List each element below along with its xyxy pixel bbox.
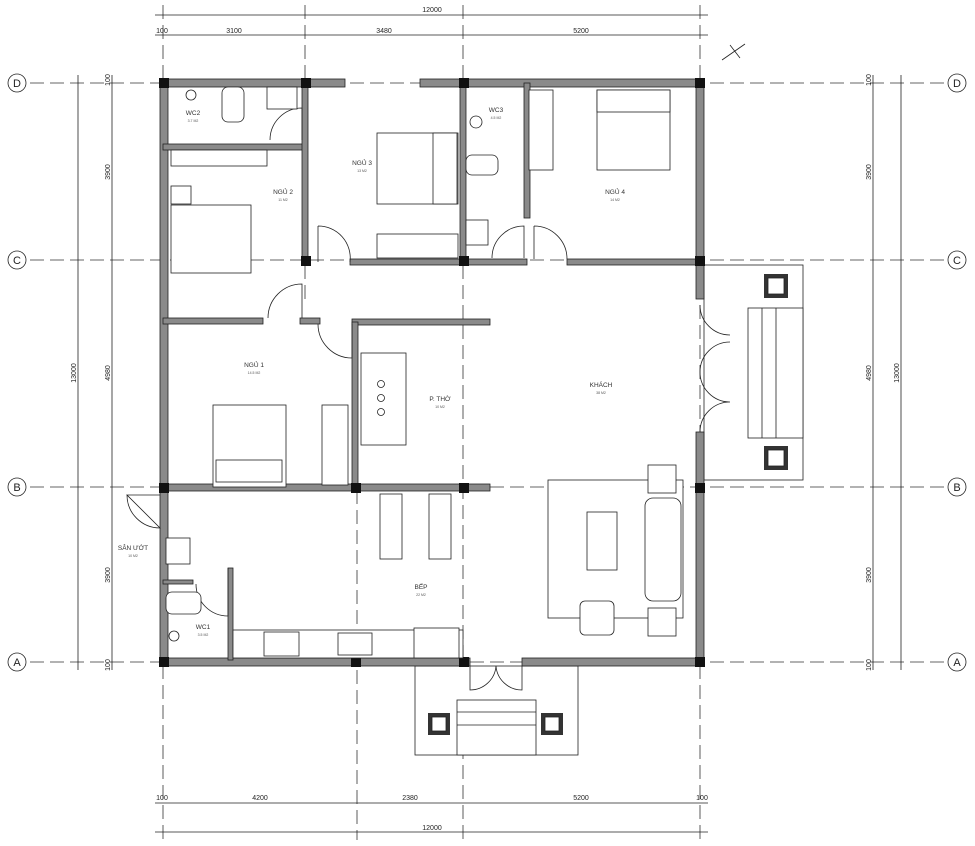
dim-text: 4980 [866,365,873,381]
room-area: 10 M2 [128,554,138,558]
dim-text: 100 [156,795,168,802]
dim-text: 3900 [105,164,112,180]
dim-text: 100 [696,795,708,802]
porch [414,264,804,756]
room-labels: WC2 3.7 M2 NGỦ 2 11 M2 NGỦ 3 13 M2 WC3 4… [118,107,625,637]
dimension-texts: 12000 100 3100 3480 5200 100 4200 2380 5… [71,7,901,832]
dim-text: 5200 [573,28,589,35]
room-area: 3.7 M2 [188,119,199,123]
dim-text: 3900 [866,164,873,180]
dim-text: 100 [866,659,873,671]
dim-text: 13000 [894,363,901,383]
axis-label: C [953,255,961,267]
dim-text: 3100 [226,28,242,35]
dim-text: 5200 [573,795,589,802]
dim-text: 100 [156,28,168,35]
room-name: SÂN ƯỚT [118,543,148,552]
room-area: 13 M2 [357,169,367,173]
axis-label: D [953,78,961,90]
room-name: NGỦ 4 [605,187,625,196]
room-name: WC1 [196,624,211,631]
room-name: NGỦ 3 [352,158,372,167]
grid-bubbles: D C B A D C B A [7,73,967,672]
room-area: 11 M2 [278,198,288,202]
furniture [165,86,684,659]
dim-text: 100 [105,659,112,671]
room-area: 14.5 M2 [248,371,261,375]
axis-label: B [953,482,960,494]
axis-label: A [953,657,961,669]
dim-text: 13000 [71,363,78,383]
dim-text: 4980 [105,365,112,381]
dim-text: 12000 [422,7,442,14]
axis-label: D [13,78,21,90]
room-area: 14 M2 [610,198,620,202]
room-name: BẾP [414,581,427,591]
room-area: 10 M2 [435,405,445,409]
room-area: 22 M2 [416,593,426,597]
dim-text: 3480 [376,28,392,35]
axis-label: B [13,482,20,494]
dim-text: 12000 [422,825,442,832]
north-arrow-icon [721,43,746,61]
room-name: KHÁCH [590,380,613,389]
axis-label: C [13,255,21,267]
dim-text: 2380 [402,795,418,802]
doors [126,107,731,691]
room-name: NGỦ 1 [244,360,264,369]
dim-text: 3900 [866,567,873,583]
room-name: P. THỜ [429,394,451,403]
dim-text: 3900 [105,567,112,583]
dim-text: 4200 [252,795,268,802]
room-name: WC2 [186,110,201,117]
room-area: 3.5 M2 [198,633,209,637]
dim-text: 100 [105,74,112,86]
room-area: 4.5 M2 [491,116,502,120]
axis-label: A [13,657,21,669]
room-name: NGỦ 2 [273,187,293,196]
walls [159,78,705,667]
room-name: WC3 [489,107,504,114]
room-area: 38 M2 [596,391,606,395]
dimension-lines [77,14,902,833]
dim-text: 100 [866,74,873,86]
